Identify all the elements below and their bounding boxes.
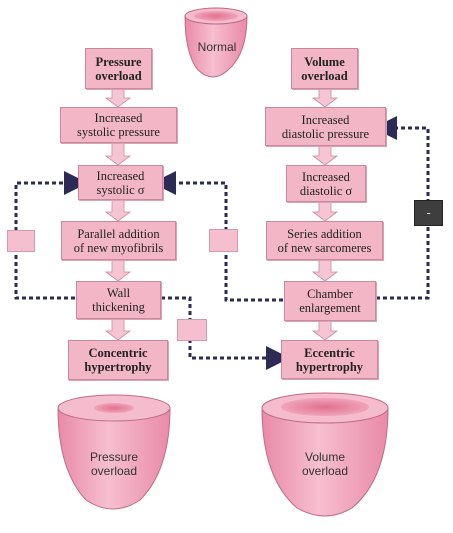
volume-overload-heart-icon [261, 392, 389, 517]
parallel-addition-myofibrils-box: Parallel addition of new myofibrils [61, 221, 176, 260]
increased-systolic-pressure-box: Increased systolic pressure [60, 107, 177, 143]
pressure-overload-header: Pressure overload [85, 48, 152, 89]
volume-overload-heart-label: Volume overload [301, 450, 349, 478]
left-feedback-line [14, 171, 88, 300]
series-addition-sarcomeres-box: Series addition of new sarcomeres [266, 221, 383, 260]
cross-link-sign: - [177, 319, 207, 341]
middle-loop-sign: - [209, 229, 238, 252]
normal-heart-label: Normal [197, 40, 237, 54]
left-loop-sign: - [7, 230, 35, 252]
left-flow-arrows [104, 88, 132, 341]
chamber-enlargement-box: Chamber enlargement [284, 281, 376, 321]
concentric-hypertrophy-box: Concentric hypertrophy [68, 340, 168, 380]
increased-diastolic-pressure-box: Increased diastolic pressure [265, 107, 386, 146]
volume-overload-header: Volume overload [291, 48, 358, 89]
right-loop-sign: - [414, 200, 443, 226]
normal-heart-icon [184, 7, 248, 78]
increased-diastolic-sigma-box: Increased diastolic σ [286, 165, 366, 202]
right-flow-arrows [311, 88, 339, 341]
pressure-overload-heart-label: Pressure overload [89, 450, 139, 478]
eccentric-hypertrophy-box: Eccentric hypertrophy [281, 340, 378, 379]
wall-thickening-box: Wall thickening [76, 281, 161, 319]
pressure-overload-heart-icon [57, 394, 171, 510]
increased-systolic-sigma-box: Increased systolic σ [78, 165, 163, 200]
